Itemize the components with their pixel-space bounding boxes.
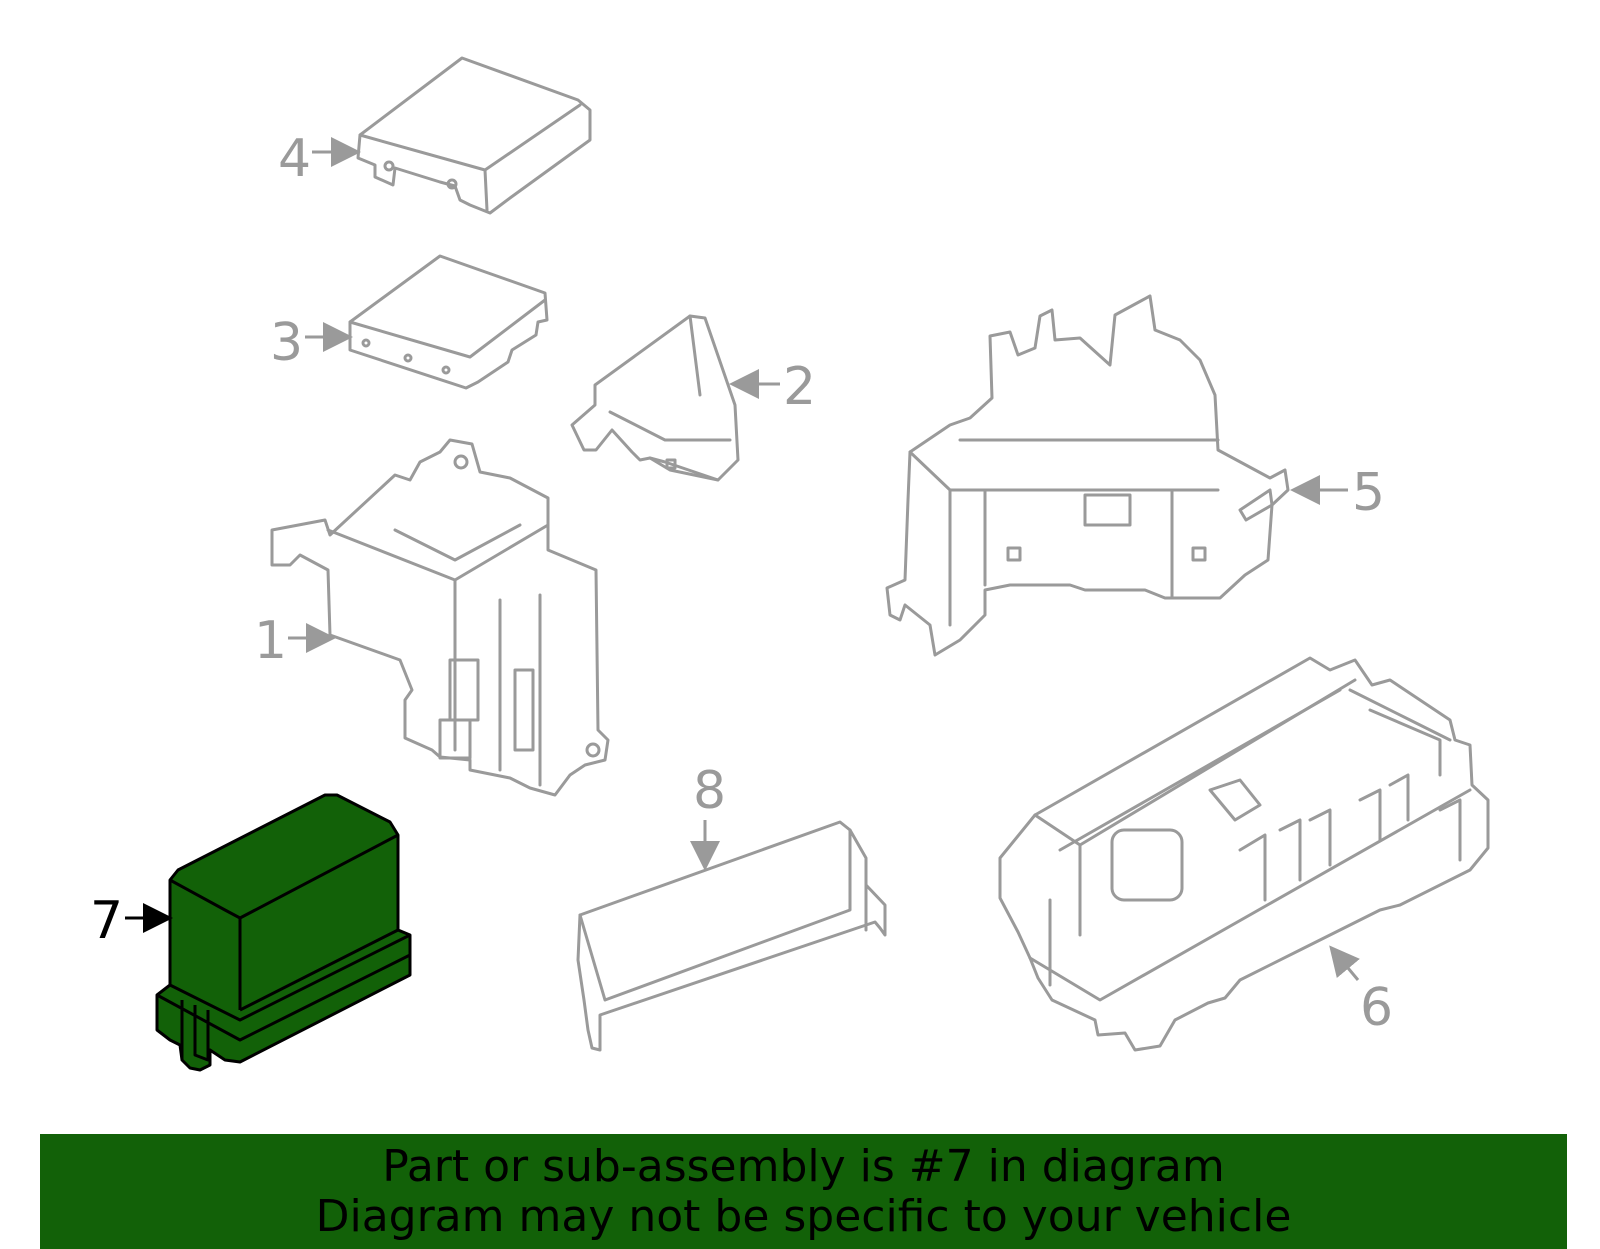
info-banner: Part or sub-assembly is #7 in diagram Di… [40, 1134, 1567, 1249]
callout-arrows [125, 137, 1360, 981]
callout-1: 1 [254, 611, 287, 671]
banner-line-1: Part or sub-assembly is #7 in diagram [382, 1141, 1225, 1192]
part-6-fuse-block[interactable] [998, 656, 1490, 1052]
callout-8: 8 [693, 761, 726, 821]
callout-5: 5 [1352, 463, 1385, 523]
callout-6: 6 [1360, 978, 1393, 1038]
part-3-module[interactable] [348, 254, 549, 390]
part-7-relay[interactable] [155, 793, 412, 1072]
callout-2: 2 [783, 357, 816, 417]
part-4-cover[interactable] [356, 56, 592, 215]
part-1-frame[interactable] [270, 438, 610, 797]
callout-3: 3 [270, 313, 303, 373]
part-8-cover-strip[interactable] [576, 820, 887, 1052]
banner-line-2: Diagram may not be specific to your vehi… [315, 1191, 1292, 1242]
part-2-bracket[interactable] [570, 314, 740, 482]
part-5-housing[interactable] [885, 294, 1290, 657]
callout-7: 7 [90, 891, 123, 951]
callout-4: 4 [278, 129, 311, 189]
